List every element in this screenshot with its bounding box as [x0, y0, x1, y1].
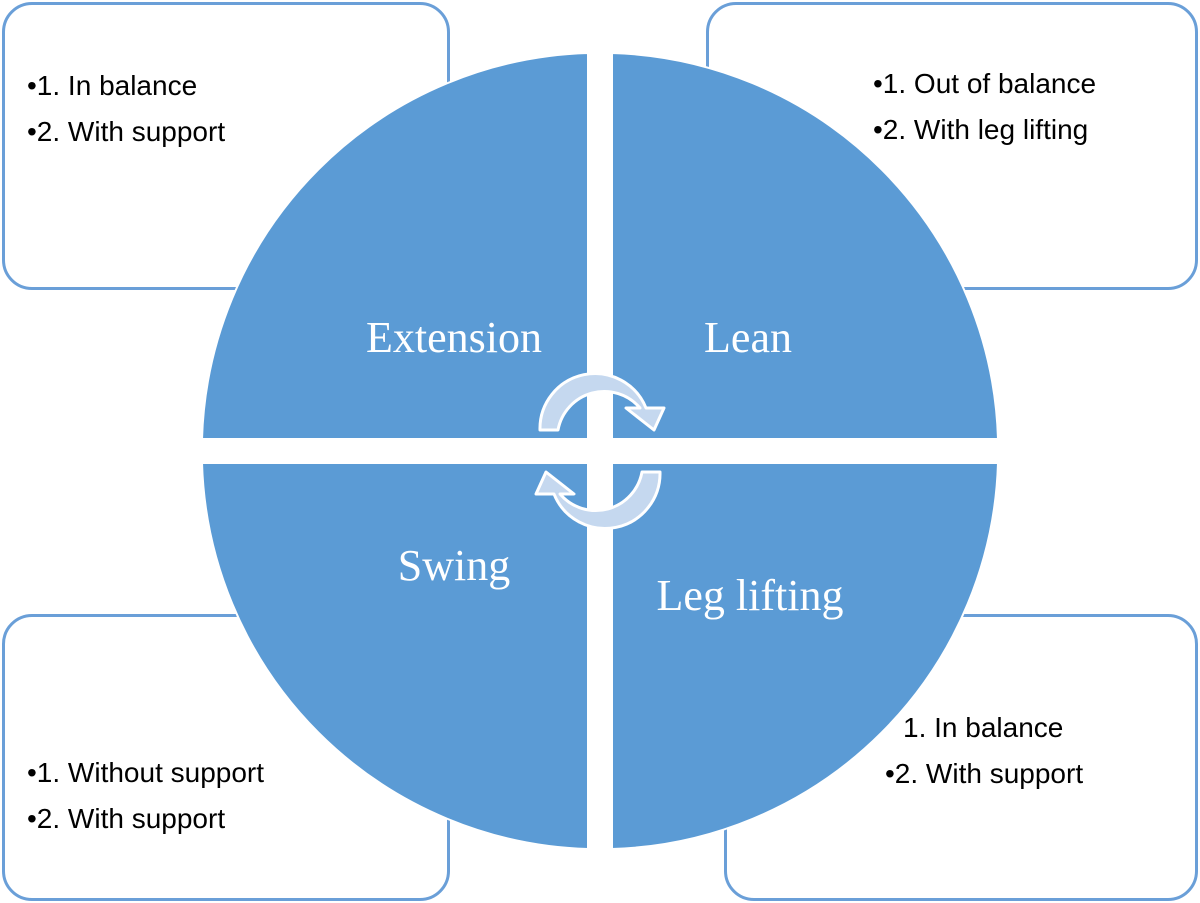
label-extension: Extension	[366, 313, 542, 362]
list-item: •2. With support	[27, 803, 226, 834]
list-item: 1. In balance	[903, 712, 1064, 743]
label-lean: Lean	[704, 313, 792, 362]
list-item: •1. Without support	[27, 757, 265, 788]
cycle-arrow-bottom-icon	[534, 470, 662, 530]
list-item: •2. With support	[27, 116, 226, 147]
bottom-left-list: •1. Without support •2. With support	[27, 753, 287, 845]
quadrant-extension	[200, 51, 589, 440]
label-swing: Swing	[398, 541, 510, 590]
quadrant-swing	[200, 462, 589, 851]
cycle-arrow-top-icon	[538, 372, 666, 432]
quadrant-lean	[611, 51, 1000, 440]
top-left-list: •1. In balance •2. With support	[27, 63, 225, 155]
list-item: •1. Out of balance	[873, 68, 1097, 99]
top-right-list: •1. Out of balance •2. With leg lifting	[873, 61, 1096, 153]
list-item: •1. In balance	[27, 70, 198, 101]
list-item: •2. With leg lifting	[873, 114, 1089, 145]
list-item: •2. With support	[885, 758, 1084, 789]
label-leg-lifting: Leg lifting	[657, 571, 844, 620]
bottom-right-list: 1. In balance •2. With support	[885, 705, 1083, 797]
quadrant-leg-lifting	[611, 462, 1000, 851]
